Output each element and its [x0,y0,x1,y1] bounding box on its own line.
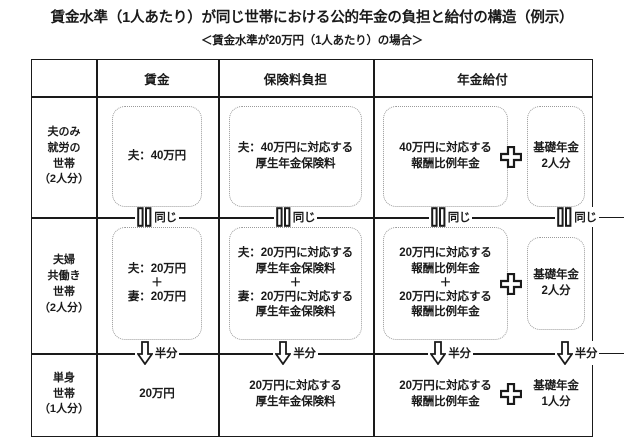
cell-text-line: 報酬比例年金 [411,262,480,275]
cell-text-line: 厚生年金保険料 [255,157,336,170]
row-label-line: 共働き [47,270,81,283]
cell-plus-sign: ＋ [289,277,302,290]
row-label-line: 単身 [53,371,75,384]
title-block: 賃金水準（1人あたり）が同じ世帯における公的年金の負担と給付の構造（例示） ＜賃… [0,0,624,48]
cell-text-line: 厚生年金保険料 [255,262,336,275]
row-label-line: 夫婦 [53,254,75,267]
cell-benefit-basic-dual-income: 基礎年金 2人分 [527,237,585,330]
cell-benefit-basic-single: 基礎年金 1人分 [527,363,585,426]
cell-wage-single: 20万円 [112,363,202,426]
cell-text-line: 基礎年金 [533,379,579,392]
pension-structure-table: 賃金 保険料負担 年金給付 夫のみ 就労の 世帯 （2人分） 夫：40万円 夫：… [31,59,624,437]
cell-premium-husband-only: 夫：40万円に対応する 厚生年金保険料 [229,106,362,207]
cell-text-line: 夫：20万円に対応する [237,247,354,260]
page-subtitle: ＜賃金水準が20万円（1人あたり）の場合＞ [201,35,423,48]
row-divider-row1 [32,217,592,219]
row-divider-row2 [32,353,592,355]
cell-text-line: 基礎年金 [533,141,579,154]
cell-text-line: 厚生年金保険料 [255,395,336,408]
cell-premium-dual-income: 夫：20万円に対応する 厚生年金保険料 ＋ 妻：20万円に対応する 厚生年金保険… [229,227,362,340]
cell-text-line: 報酬比例年金 [411,395,480,408]
cell-text-line: 1人分 [541,395,571,408]
cell-text-line: 妻：20万円 [127,290,187,303]
cell-text-line: 40万円に対応する [399,141,492,154]
plus-cross-icon [500,383,522,405]
row-label-line: 夫のみ [47,125,81,138]
row-label-dual-income: 夫婦 共働き 世帯 （2人分） [32,217,96,353]
cell-benefit-proportional-single: 20万円に対応する 報酬比例年金 [383,363,508,426]
cell-text-line: 夫：40万円に対応する [237,141,354,154]
row-label-line: 世帯 [53,157,75,170]
column-divider-label [96,60,98,436]
cell-benefit-basic-husband-only: 基礎年金 2人分 [527,106,585,207]
plus-cross-icon [500,146,522,168]
column-header-benefit: 年金給付 [457,72,508,87]
cell-benefit-proportional-dual-income: 20万円に対応する 報酬比例年金 ＋ 20万円に対応する 報酬比例年金 [383,227,508,340]
row-divider-header [32,96,592,98]
row-label-line: （2人分） [38,173,90,186]
column-divider-wage [218,60,220,436]
row-label-line: （2人分） [38,301,90,314]
cell-wage-dual-income: 夫：20万円 ＋ 妻：20万円 [112,227,202,340]
row-label-husband-only: 夫のみ 就労の 世帯 （2人分） [32,96,96,217]
cell-plus-sign: ＋ [439,277,452,290]
plus-cross-icon [500,273,522,295]
cell-text-line: 厚生年金保険料 [255,306,336,319]
cell-text-line: 夫：20万円 [127,262,187,275]
cell-plus-sign: ＋ [151,277,163,290]
row-label-line: （1人分） [38,403,90,416]
column-header-wage: 賃金 [144,72,170,87]
cell-wage-husband-only: 夫：40万円 [112,106,202,207]
cell-text-line: 報酬比例年金 [411,306,480,319]
cell-benefit-proportional-husband-only: 40万円に対応する 報酬比例年金 [383,106,508,207]
row-label-line: 世帯 [53,387,75,400]
cell-text-line: 20万円に対応する [399,247,492,260]
cell-text-line: 基礎年金 [533,268,579,281]
cell-text-line: 2人分 [541,157,571,170]
column-header-premium: 保険料負担 [263,72,328,87]
cell-premium-single: 20万円に対応する 厚生年金保険料 [229,363,362,426]
cell-text-line: 報酬比例年金 [411,157,480,170]
page-title: 賃金水準（1人あたり）が同じ世帯における公的年金の負担と給付の構造（例示） [50,10,574,26]
row-label-single: 単身 世帯 （1人分） [32,353,96,436]
cell-text-line: 20万円に対応する [399,379,492,392]
cell-text-line: 20万円に対応する [249,379,342,392]
column-divider-premium [373,60,375,436]
cell-text-line: 妻：20万円に対応する [237,290,354,303]
cell-text-line: 夫：40万円 [127,149,187,162]
cell-text-line: 20万円 [139,387,175,400]
cell-text-line: 2人分 [541,284,571,297]
row-label-line: 就労の [47,141,81,154]
row-label-line: 世帯 [53,286,75,298]
cell-text-line: 20万円に対応する [399,290,492,303]
